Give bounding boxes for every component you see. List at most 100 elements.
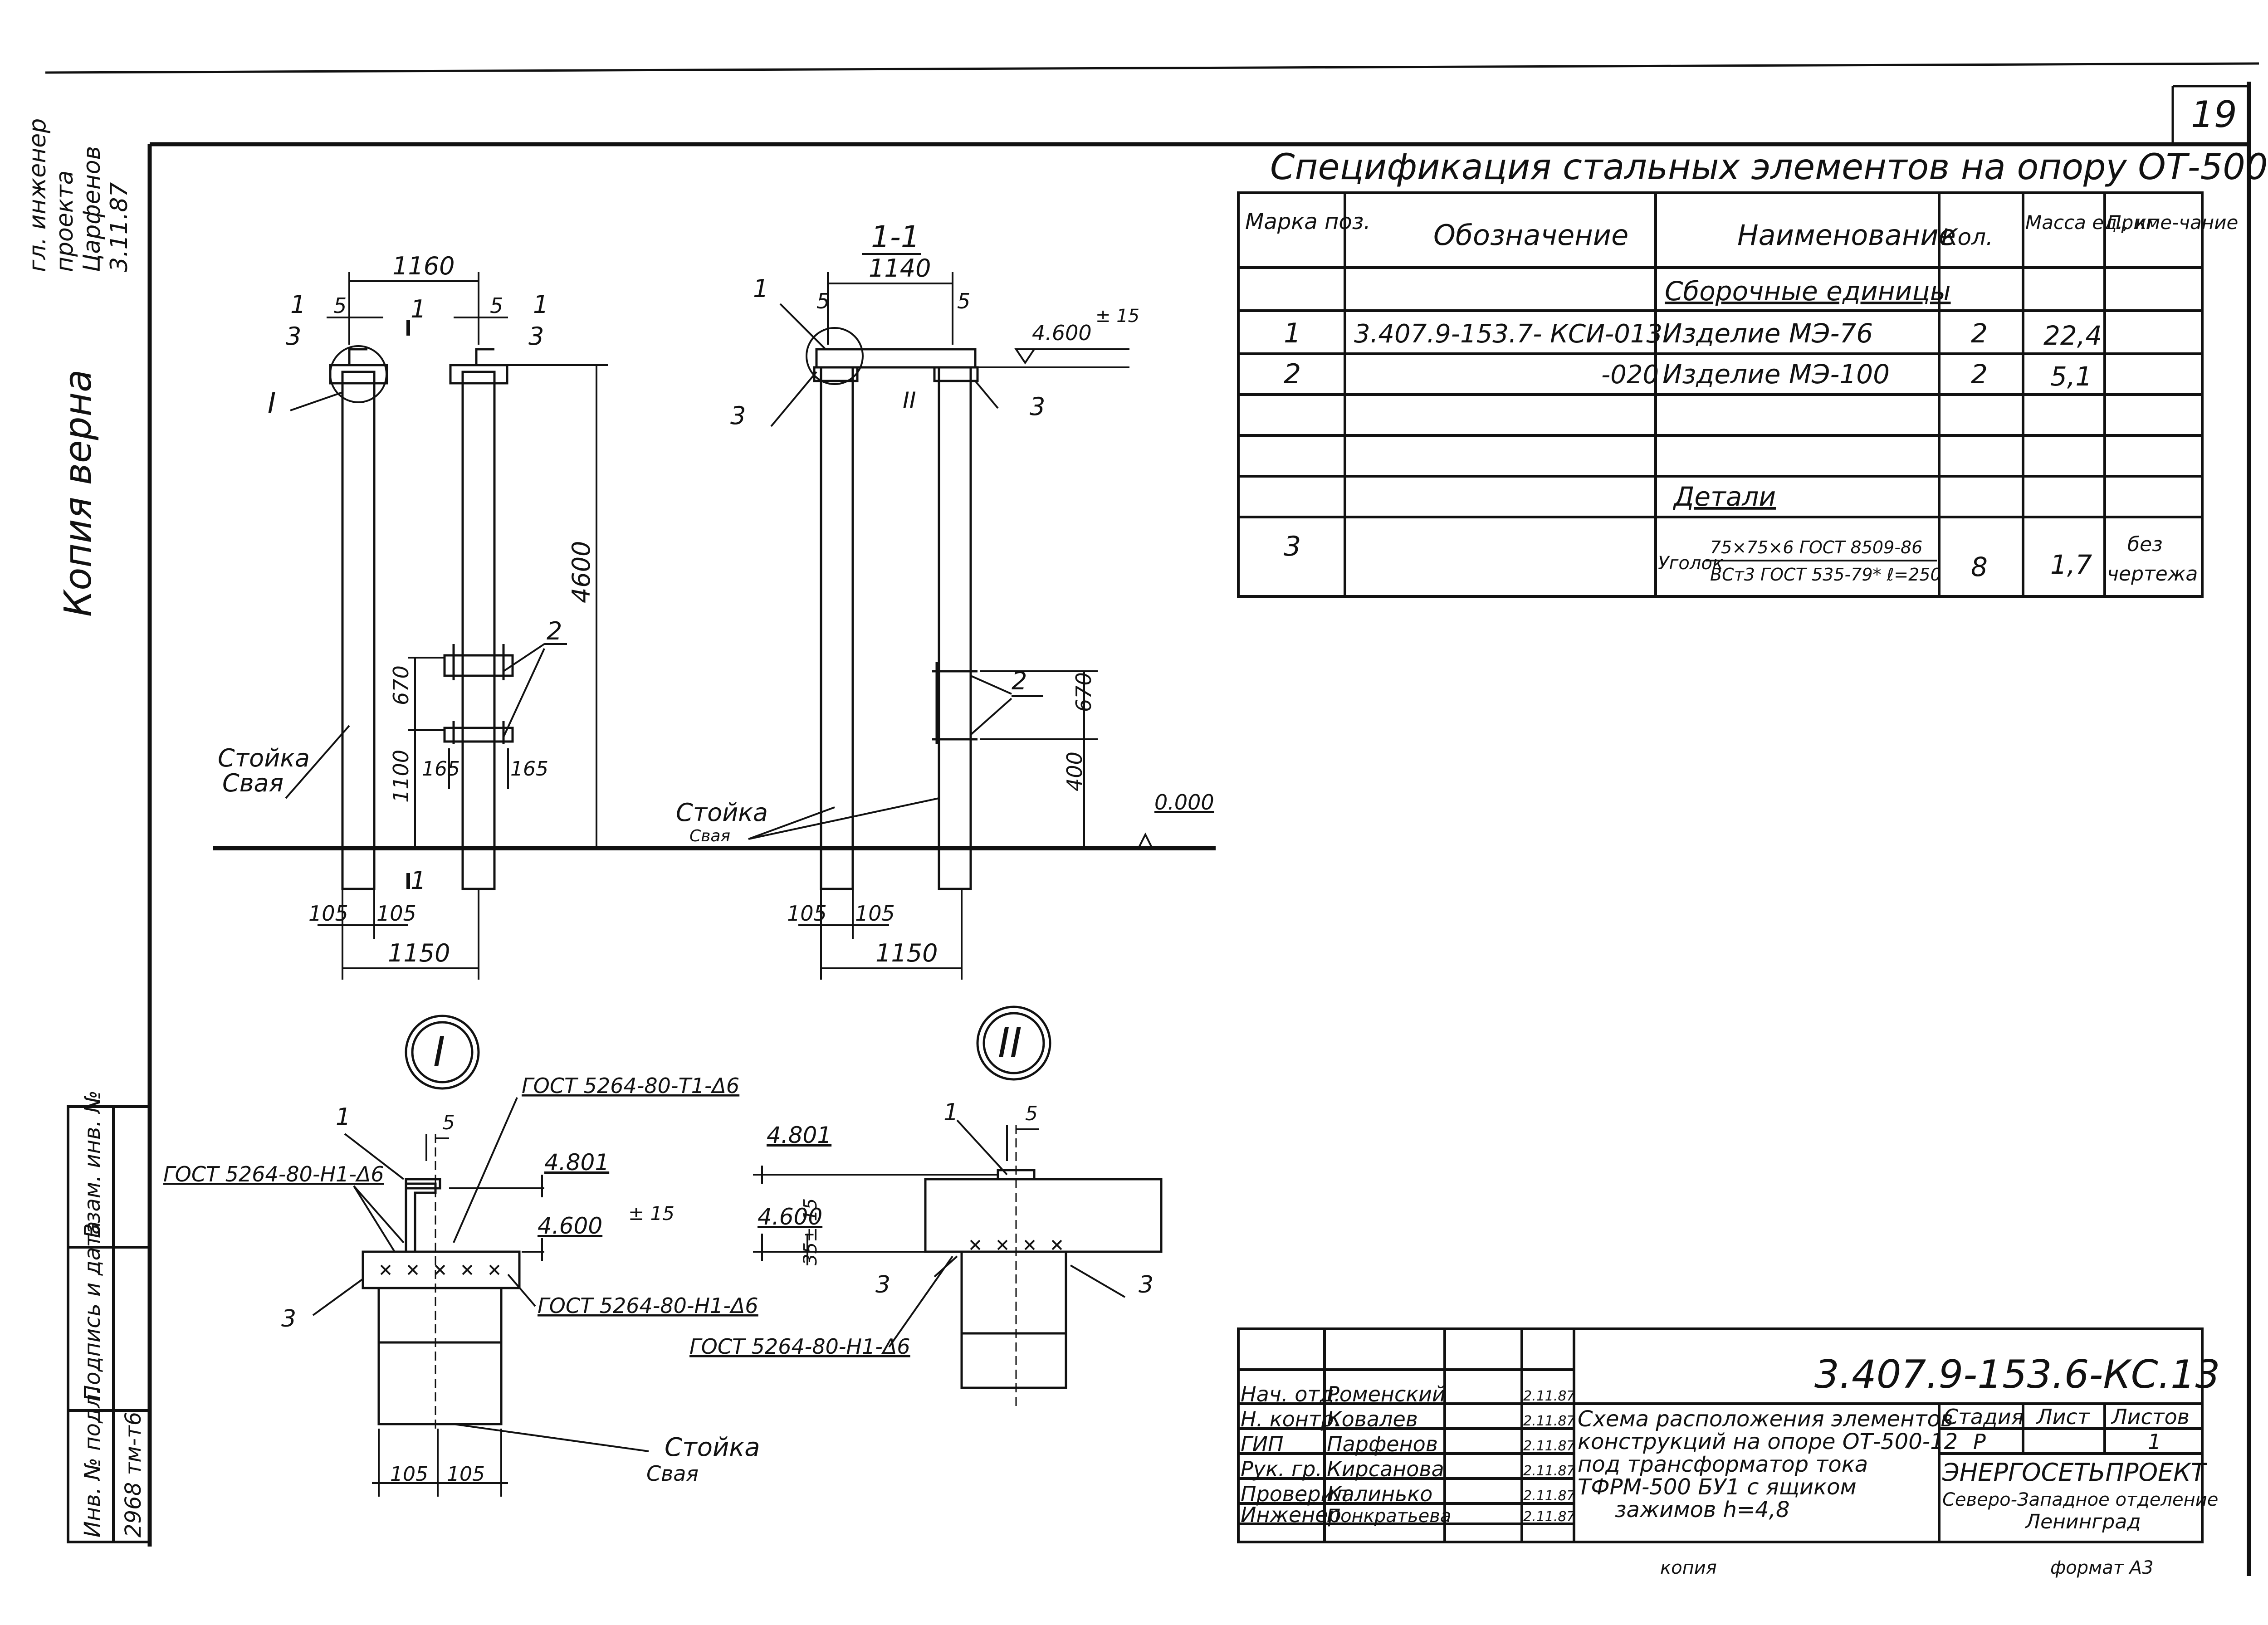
front-mark-1a: 1: [290, 290, 306, 319]
person-role: Нач. отд.: [1241, 1382, 1341, 1406]
desc-line: зажимов h=4,8: [1615, 1497, 1789, 1523]
header-mark: Марка поз.: [1245, 209, 1371, 234]
copy-note-role: гл. инженер: [24, 118, 51, 272]
front-dim-1150: 1150: [388, 939, 450, 967]
left-strip-labels: Инв. № подл. Подпись и дата Взам. инв. №: [80, 1090, 105, 1537]
inv-value: 2968 тм-т6: [121, 1412, 146, 1537]
detail-II-roman: II: [998, 1019, 1022, 1067]
desc-line: конструкций на опоре ОТ-500-12: [1578, 1429, 1958, 1454]
front-dim-165-right: 165: [510, 757, 548, 781]
header-designation: Обозначение: [1433, 219, 1628, 252]
title-people: Нач. отд. Роменский 2.11.87 Н. контр. Ко…: [1241, 1382, 1575, 1527]
section-mark-2: 2: [1012, 667, 1027, 695]
section-dim-left-gap: 5: [816, 289, 830, 313]
row3-name-top: 75×75×6 ГОСТ 8509-86: [1710, 537, 1922, 557]
title-block-grid: [1237, 1327, 2204, 1543]
front-view-text: 1160 5 5 1 1 3 3 1 1 I 2 Стойка Свая 165…: [218, 252, 562, 967]
detail-II-dim-small: 35± 15: [800, 1198, 821, 1265]
inv-label: Инв. № подл.: [80, 1387, 105, 1537]
sign-label: Подпись и дата: [80, 1221, 105, 1401]
section-elev-tol: ± 15: [1095, 306, 1139, 327]
row3-note-top: без: [2127, 533, 2163, 556]
copy-note-role2: проекта: [51, 171, 78, 272]
desc-line: ТФРМ-500 БУ1 с ящиком: [1578, 1474, 1857, 1500]
front-view: [213, 272, 1216, 980]
row3-name-prefix: Уголок: [1658, 553, 1723, 574]
section-view-text: 1-1 1140 5 5 1 3 3 II 2 4.600 ± 15 0.000…: [676, 220, 1214, 967]
detail-I-weld-left: ГОСТ 5264-80-Н1-Δ6: [163, 1162, 384, 1186]
person-name: Кирсанова: [1327, 1457, 1444, 1481]
person-role: ГИП: [1241, 1432, 1284, 1456]
org-name: ЭНЕРГОСЕТЬПРОЕКТ: [1942, 1458, 2208, 1487]
front-cut-top: 1: [411, 295, 426, 323]
section-mark-3b: 3: [1030, 392, 1045, 421]
front-dim-top: 1160: [392, 252, 455, 280]
copy-note-name: Царфенов: [78, 146, 106, 272]
header-qty: Кол.: [1941, 224, 1993, 250]
section-dim-top: 1140: [869, 254, 931, 283]
row1-qty: 2: [1971, 318, 1988, 349]
row1-mark: 1: [1284, 317, 1301, 349]
section-dim-1150: 1150: [875, 939, 938, 967]
sheet-number: 19: [2191, 93, 2237, 136]
section-dim-105-right: 105: [855, 901, 895, 926]
copy-note-date: 3.11.87: [106, 182, 133, 272]
front-mark-2: 2: [547, 617, 562, 645]
section-pile-label: Свая: [689, 827, 730, 845]
front-dim-165-left: 165: [422, 757, 460, 781]
vzam-label: Взам. инв. №: [80, 1090, 105, 1238]
front-dim-4600: 4600: [567, 541, 596, 603]
person-date: 2.11.87: [1523, 1463, 1575, 1479]
detail-I-mark-1: 1: [336, 1103, 351, 1131]
front-dim-left-gap: 5: [333, 293, 347, 318]
row2-qty: 2: [1971, 359, 1988, 390]
row3-qty: 8: [1971, 551, 1988, 582]
detail-II: [753, 1005, 1163, 1410]
detail-I-elev-mid: 4.600: [538, 1213, 602, 1239]
sheet-header: Лист: [2036, 1405, 2090, 1429]
detail-I-mark-3: 3: [281, 1305, 296, 1332]
spec-title: Спецификация стальных элементов на опору…: [1270, 147, 2268, 188]
person-role: Рук. гр.: [1241, 1457, 1322, 1481]
detail-II-mark-3b: 3: [1139, 1271, 1154, 1298]
row2-mark: 2: [1284, 358, 1301, 390]
detail-II-hatch: [970, 1239, 1062, 1250]
detail-I-weld-top: ГОСТ 5264-80-Т1-Δ6: [522, 1074, 739, 1098]
front-mark-3a: 3: [286, 322, 301, 351]
row3-note-bottom: чертежа: [2107, 562, 2198, 586]
detail-I-dim-right: 105: [447, 1463, 485, 1486]
footer-copied: копия: [1660, 1557, 1717, 1578]
inv-value-text: 2968 тм-т6: [121, 1412, 146, 1537]
person-date: 2.11.87: [1523, 1438, 1575, 1454]
person-name: Роменский: [1327, 1382, 1446, 1406]
row2-name: Изделие МЭ-100: [1662, 359, 1890, 390]
spec-row-3: 3 Уголок 75×75×6 ГОСТ 8509-86 ВСт3 ГОСТ …: [1284, 531, 2198, 586]
spec-grid: [1237, 191, 2204, 598]
row3-name-bottom: ВСт3 ГОСТ 535-79* ℓ=250: [1710, 565, 1941, 585]
sheets-header: Листов: [2111, 1405, 2190, 1429]
pile-label: Свая: [646, 1461, 699, 1486]
sheets-value: 1: [2148, 1430, 2161, 1454]
copy-note: Копия верна гл. инженер проекта Царфенов…: [24, 118, 133, 617]
person-name: Ковалев: [1327, 1407, 1418, 1431]
front-dim-right-gap: 5: [490, 293, 503, 318]
front-dim-670: 670: [389, 665, 413, 705]
left-strip: [67, 1105, 151, 1543]
spec-header: Марка поз. Обозначение Наименование Кол.…: [1245, 209, 2238, 252]
title-stage: Стадия Лист Листов Р 1: [1944, 1405, 2190, 1454]
header-mass: Масса ед., кг: [2025, 211, 2157, 234]
section-mark-1: 1: [753, 274, 768, 303]
person-name: Понкратьева: [1327, 1506, 1451, 1527]
front-pile-label: Свая: [222, 769, 284, 797]
detail-I-dim-left: 105: [390, 1463, 428, 1486]
detail-II-elev-mid: 4.600: [758, 1204, 822, 1230]
person-date: 2.11.87: [1523, 1413, 1575, 1429]
detail-II-gap: 5: [1025, 1102, 1038, 1125]
spec-row-1: 1 3.407.9-153.7- КСИ-013 Изделие МЭ-76 2…: [1284, 317, 2102, 351]
section-details: Детали: [1672, 481, 1776, 512]
section-elev-ground: 0.000: [1154, 790, 1214, 815]
front-dim-1100: 1100: [389, 750, 413, 803]
copy-note-text: Копия верна: [57, 370, 100, 617]
